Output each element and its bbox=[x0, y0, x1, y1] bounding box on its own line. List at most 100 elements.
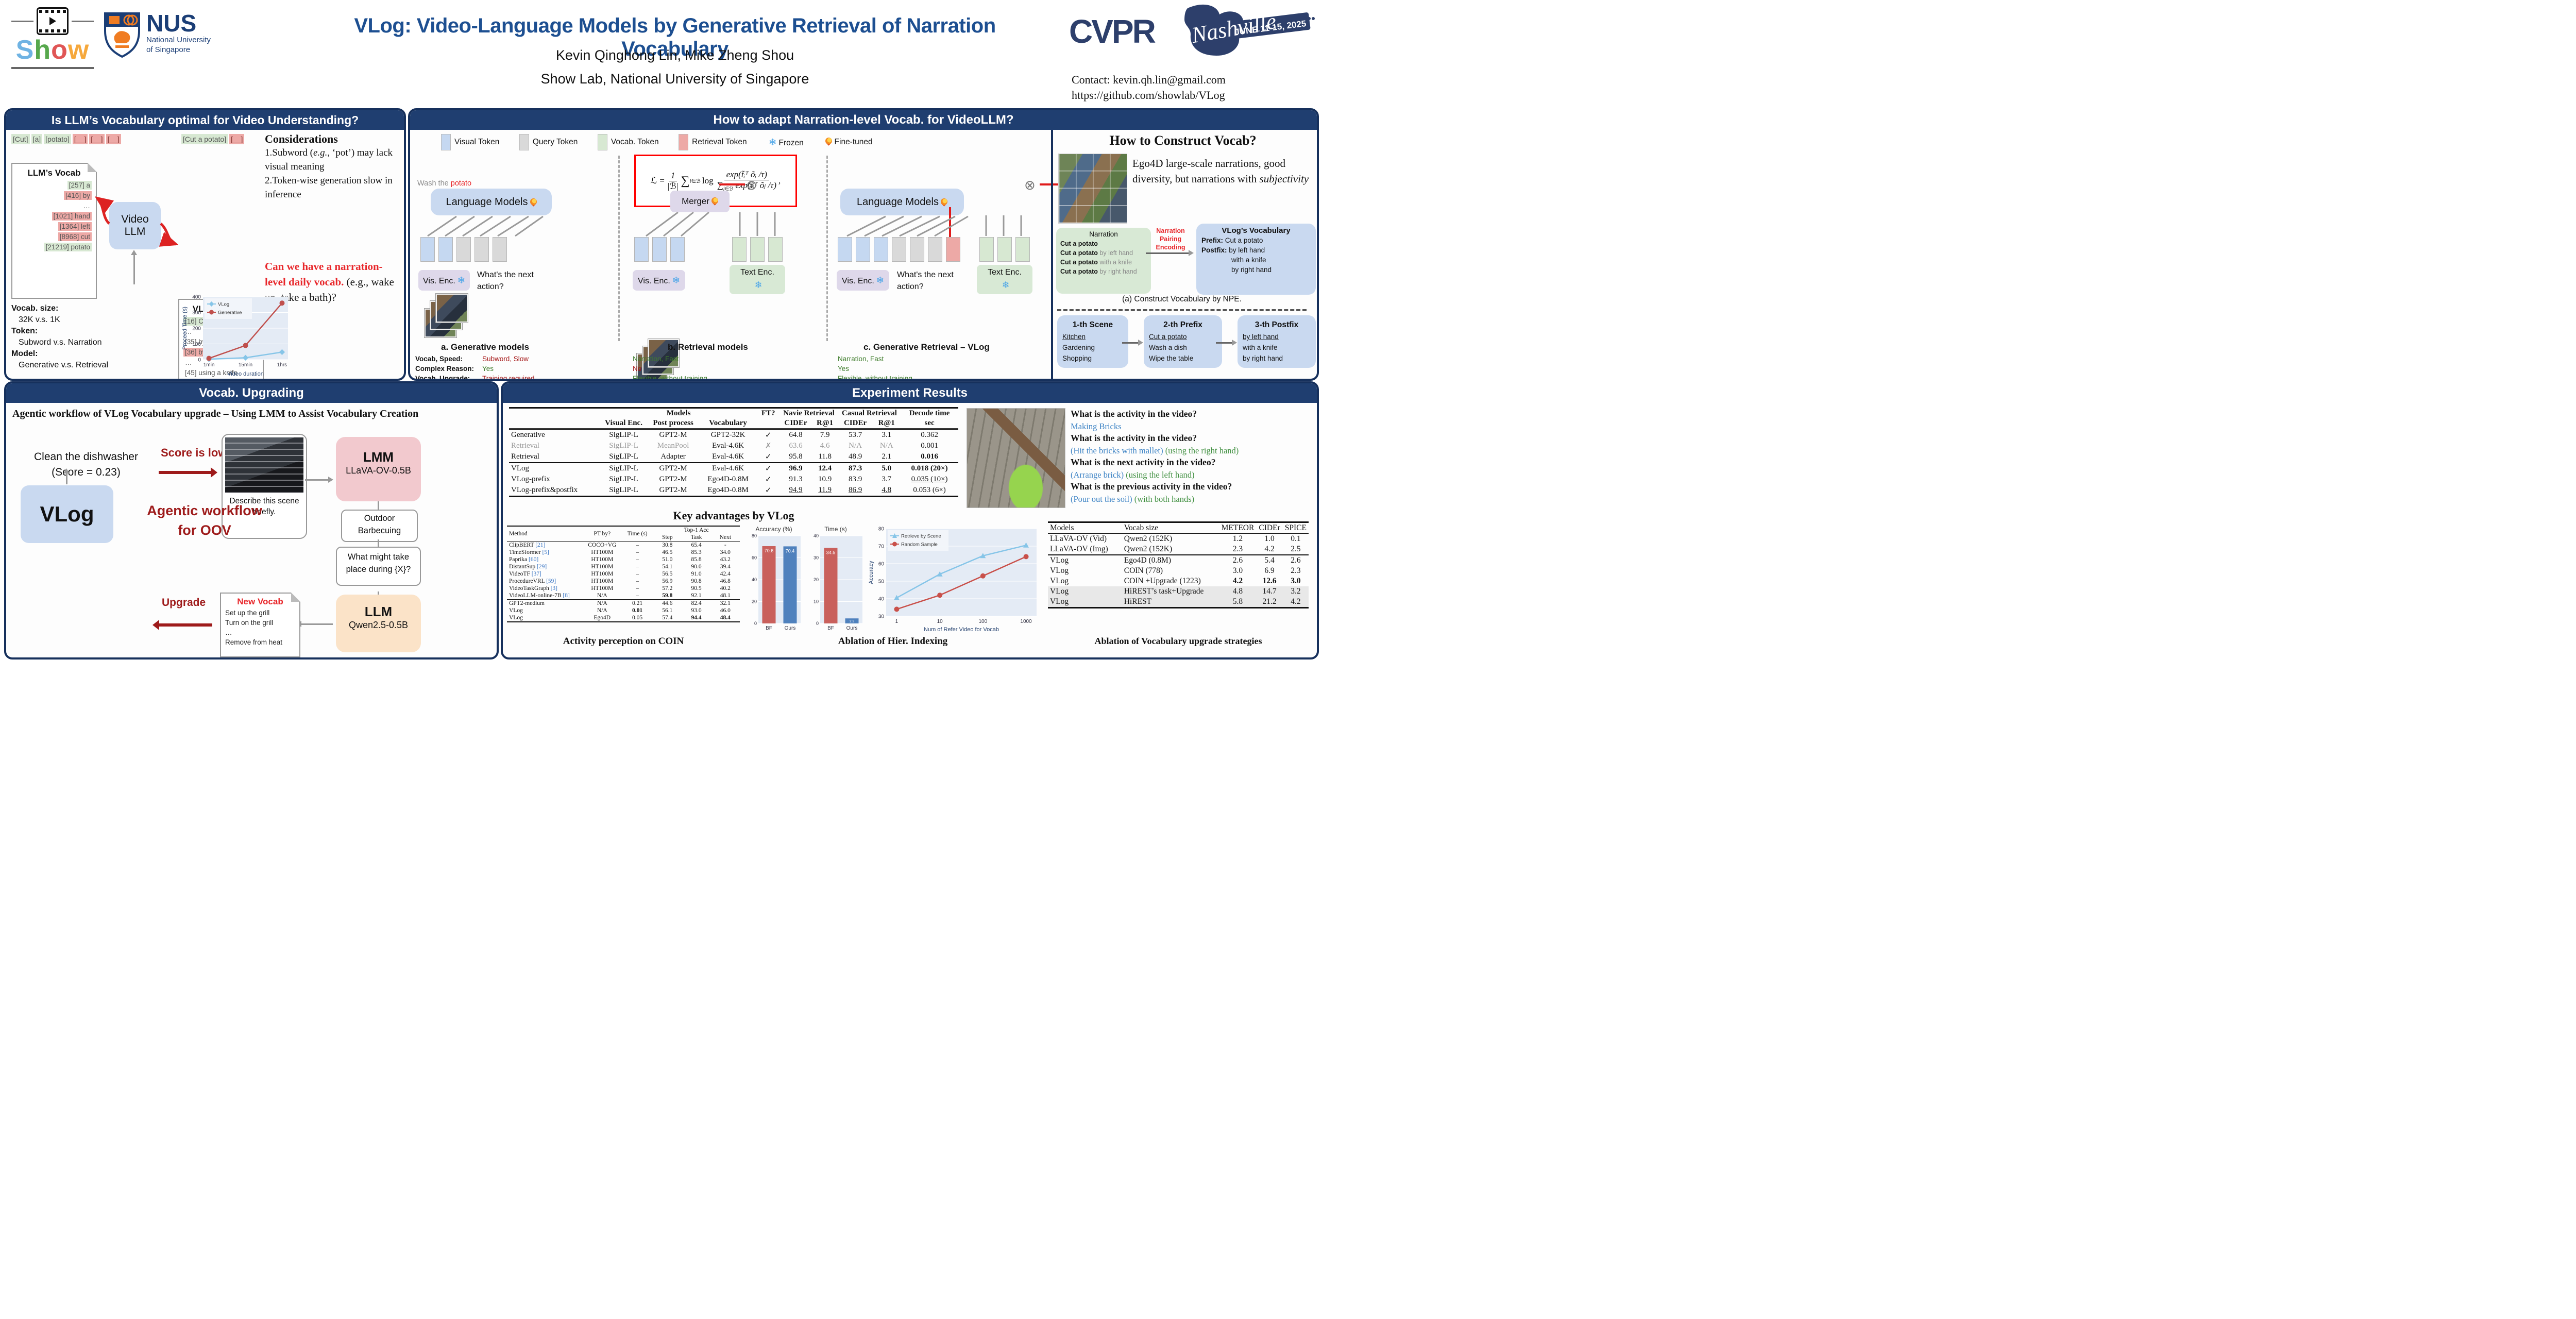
dashed-divider bbox=[1057, 309, 1307, 311]
multiply-icon: ⊗ bbox=[1024, 177, 1036, 193]
token-chip: [__] bbox=[106, 134, 121, 144]
snowflake-icon: ❄ bbox=[876, 275, 884, 285]
snowflake-icon: ❄ bbox=[1002, 280, 1010, 290]
svg-text:20: 20 bbox=[814, 577, 819, 582]
film-strip-icon bbox=[37, 7, 69, 35]
svg-text:400: 400 bbox=[192, 295, 201, 300]
poster-title: VLog: Video-Language Models by Generativ… bbox=[354, 14, 996, 60]
compare-label-upgrade: Vocab. Upgrade: bbox=[415, 375, 470, 381]
describe-scene-card: Describe this scene briefly. bbox=[222, 434, 307, 539]
qa-answer: (Hit the bricks with mallet) (using the … bbox=[1071, 445, 1239, 455]
npe-caption: (a) Construct Vocabulary by NPE. bbox=[1122, 295, 1242, 303]
accuracy-chart-title: Accuracy (%) bbox=[755, 526, 792, 533]
legend-vocab-token: Vocab. Token bbox=[597, 134, 659, 150]
right-table-row: LLaVA-OV (Img) Qwen2 (152K) 2.3 4.2 2.5 bbox=[1050, 545, 1301, 553]
cvpr-guitar-icon: Nashville JUNE 11-15, 2025 bbox=[1184, 4, 1315, 56]
coin-table-row: VLog Ego4D 0.05 57.4 94.4 48.4 bbox=[509, 615, 731, 621]
vocab-item: [8968] cut bbox=[16, 232, 92, 242]
svg-text:Retrieve by Scene: Retrieve by Scene bbox=[901, 534, 941, 539]
qa-block: What is the activity in the video? Makin… bbox=[1071, 408, 1310, 505]
svg-text:0: 0 bbox=[816, 621, 819, 626]
header-models: Models bbox=[666, 409, 691, 417]
vocab-item: … bbox=[185, 328, 192, 335]
svg-text:300: 300 bbox=[192, 310, 201, 316]
compare-c-upgrade: Flexible, without training bbox=[838, 375, 912, 381]
coin-header-pt: PT by? bbox=[582, 526, 622, 542]
svg-text:100: 100 bbox=[192, 342, 201, 347]
show-logo-word: Show bbox=[15, 35, 90, 65]
table-row: VLog-prefix&postfix SigLIP-L GPT2-M Ego4… bbox=[511, 486, 946, 495]
rt-header-spice: SPICE bbox=[1282, 522, 1309, 534]
lmm-box: LMM LLaVA-OV-0.5B bbox=[336, 437, 421, 501]
stat-label: Token: bbox=[11, 327, 38, 335]
vlog-vocabulary-title: VLog’s Vocabulary bbox=[1222, 226, 1291, 235]
dishwasher-image bbox=[225, 437, 303, 493]
panel-vocab-upgrading: Vocab. Upgrading Agentic workflow of VLo… bbox=[4, 381, 499, 660]
visual-token-row-b bbox=[634, 237, 688, 262]
panel-adapt-vocab: How to adapt Narration-level Vocab. for … bbox=[408, 108, 1319, 381]
upgrade-arrow bbox=[159, 623, 212, 627]
llm-model: Qwen2.5-0.5B bbox=[348, 620, 409, 630]
coin-table-row: ClipBERT [21] COCO+VG – 30.8 65.4 - bbox=[509, 542, 726, 548]
qa-pair: What is the previous activity in the vid… bbox=[1071, 481, 1310, 505]
coin-table-row: DistantSup [29] HT100M – 54.1 90.0 39.4 bbox=[509, 564, 731, 570]
legend-query-token: Query Token bbox=[519, 134, 578, 150]
query-token-swatch bbox=[519, 134, 529, 150]
contact-url: https://github.com/showlab/VLog bbox=[1072, 89, 1225, 102]
llm-vocab-title: LLM’s Vocab bbox=[27, 168, 81, 178]
compare-b-reason: No bbox=[633, 365, 642, 373]
vis-enc-box-c: Vis. Enc.❄ bbox=[837, 270, 889, 291]
vlog-up-arrow bbox=[63, 468, 70, 484]
coin-header-method: Method bbox=[507, 526, 583, 542]
stat-item: Token: Subword v.s. Narration bbox=[11, 326, 108, 348]
compare-a-upgrade: Training required bbox=[482, 375, 535, 381]
coin-table-row: Paprika [60] HT100M – 51.0 85.8 43.2 bbox=[509, 556, 731, 563]
table-row: VLog-prefix SigLIP-L GPT2-M Ego4D-0.8M ✓… bbox=[511, 475, 948, 484]
flame-icon bbox=[824, 136, 834, 146]
coin-table-row: VideoTaskGraph [3] HT100M – 57.2 90.5 40… bbox=[509, 585, 731, 591]
vocab-item: … bbox=[225, 629, 232, 636]
video-llm-box: Video LLM bbox=[109, 202, 161, 249]
vocab-item: [257] a bbox=[16, 180, 92, 191]
coin-table: Method PT by? Time (s) Top-1 Acc Step Ta… bbox=[507, 526, 740, 622]
coin-table-row: TimeSformer [5] HT100M – 46.5 85.3 34.0 bbox=[509, 549, 731, 555]
right-table-row: LLaVA-OV (Vid) Qwen2 (152K) 1.2 1.0 0.1 bbox=[1050, 534, 1301, 543]
llm-vocab-box: LLM’s Vocab [257] a[416] by…[1021] hand[… bbox=[11, 163, 97, 299]
token-chip: [Cut] bbox=[11, 134, 30, 144]
vocab-token-row-c bbox=[979, 237, 1033, 262]
red-connector-vertical bbox=[949, 207, 951, 237]
right-table-header: Models Vocab size METEOR CIDEr SPICE bbox=[1048, 522, 1309, 534]
llm-to-newvocab-arrow bbox=[301, 623, 333, 625]
section-b-label: b. Retrieval models bbox=[668, 342, 748, 352]
subheader-post-process: Post process bbox=[647, 418, 700, 430]
hier-indexing-caption: Ablation of Hier. Indexing bbox=[838, 636, 948, 647]
connector-lines-b bbox=[646, 212, 776, 237]
step-item: Wash a dish bbox=[1149, 344, 1187, 351]
panel-results-title: Experiment Results bbox=[503, 383, 1317, 403]
vocab-item: [416] by bbox=[16, 191, 92, 201]
text-enc-box-b: Text Enc.❄ bbox=[730, 265, 785, 294]
coin-header-task: Task bbox=[682, 534, 711, 542]
coin-table-row: ProcedureVRL [59] HT100M – 56.9 90.8 46.… bbox=[509, 578, 731, 584]
svg-text:Video duration: Video duration bbox=[227, 371, 264, 377]
vocab-item: [1364] left bbox=[16, 222, 92, 232]
vocab-token-row-b bbox=[732, 237, 786, 262]
decorative-line bbox=[11, 20, 33, 22]
header-casual: Casual Retrieval bbox=[841, 409, 897, 417]
token-row-c bbox=[838, 237, 964, 262]
token-chip: [Cut a potato] bbox=[181, 134, 228, 144]
prefix-step-title: 2-th Prefix bbox=[1163, 320, 1202, 329]
vocab-item: Turn on the grill bbox=[225, 619, 274, 627]
header-decode: Decode time bbox=[909, 409, 950, 417]
vocab-upgrade-table: Models Vocab size METEOR CIDEr SPICE LLa… bbox=[1048, 521, 1309, 608]
svg-text:Generative: Generative bbox=[218, 310, 242, 316]
what-might-take-place-box: What might take place during {X}? bbox=[336, 547, 421, 586]
comparison-stats: Vocab. size: 32K v.s. 1K Token: Subword … bbox=[11, 303, 108, 371]
compare-a-reason: Yes bbox=[482, 365, 494, 373]
panel-experiment-results: Experiment Results Models FT? Navie Retr… bbox=[501, 381, 1319, 660]
